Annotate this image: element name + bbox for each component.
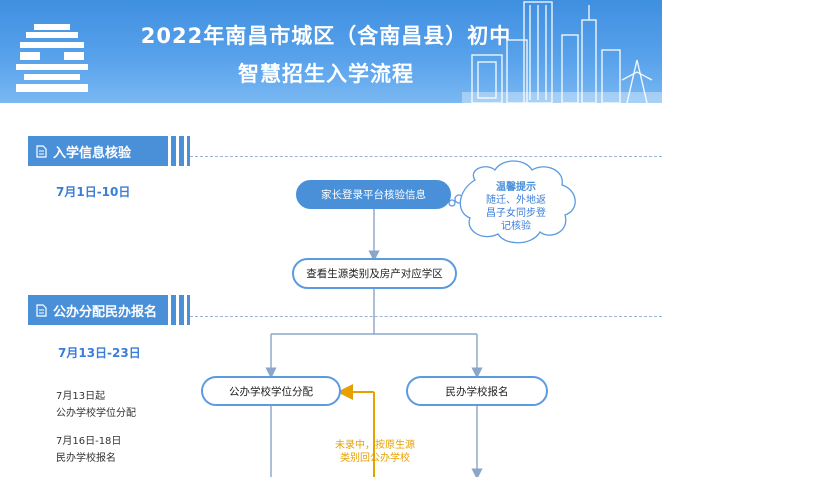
flow-branch-private: 民办学校报名 — [406, 376, 548, 406]
note-private-text: 民办学校报名 — [56, 453, 116, 464]
section-verify-label: 入学信息核验 — [53, 145, 132, 161]
tip-line-2: 昌子女同步登 — [486, 208, 546, 219]
section-allocate-date: 7月13日-23日 — [58, 346, 141, 360]
section-stripe — [184, 136, 187, 166]
city-skyline-icon — [462, 1, 662, 103]
section-verify: 入学信息核验 — [28, 136, 190, 166]
fallback-note-line-1: 未录中，按原生源 — [335, 440, 415, 451]
section-stripe — [184, 295, 187, 325]
section-verify-date: 7月1日-10日 — [56, 185, 131, 199]
tip-bubble: 温馨提示 随迁、外地返 昌子女同步登 记核验 — [470, 181, 562, 233]
note-public-text: 公办学校学位分配 — [56, 408, 136, 419]
fallback-note-line-2: 类别回公办学校 — [340, 453, 410, 464]
section-allocate-label: 公办分配民办报名 — [53, 304, 158, 320]
tip-line-1: 随迁、外地返 — [486, 195, 546, 206]
tip-line-3: 记核验 — [501, 221, 531, 232]
note-public-date: 7月13日起 — [56, 391, 106, 402]
section-stripe — [176, 295, 179, 325]
note-public: 7月13日起 公办学校学位分配 — [56, 388, 136, 422]
header-banner: 2022年南昌市城区（含南昌县）初中 智慧招生入学流程 — [0, 0, 662, 103]
section-divider — [190, 156, 662, 157]
section-stripe — [168, 136, 171, 166]
banner-title-line2: 智慧招生入学流程 — [238, 62, 414, 86]
section-stripe — [176, 136, 179, 166]
flow-branch-public: 公办学校学位分配 — [201, 376, 341, 406]
section-divider — [190, 316, 662, 317]
note-private-date: 7月16日-18日 — [56, 436, 122, 447]
flow-step-verify: 家长登录平台核验信息 — [296, 180, 451, 209]
banner-title-line1: 2022年南昌市城区（含南昌县）初中 — [140, 24, 512, 48]
section-allocate: 公办分配民办报名 — [28, 295, 190, 325]
note-private: 7月16日-18日 民办学校报名 — [56, 433, 121, 467]
section-stripe — [168, 295, 171, 325]
document-icon — [36, 303, 47, 317]
document-icon — [36, 144, 47, 158]
tip-title: 温馨提示 — [496, 182, 536, 193]
logo-icon — [16, 24, 88, 92]
fallback-note: 未录中，按原生源 类别回公办学校 — [323, 439, 427, 465]
flow-step-district: 查看生源类别及房产对应学区 — [292, 258, 457, 289]
